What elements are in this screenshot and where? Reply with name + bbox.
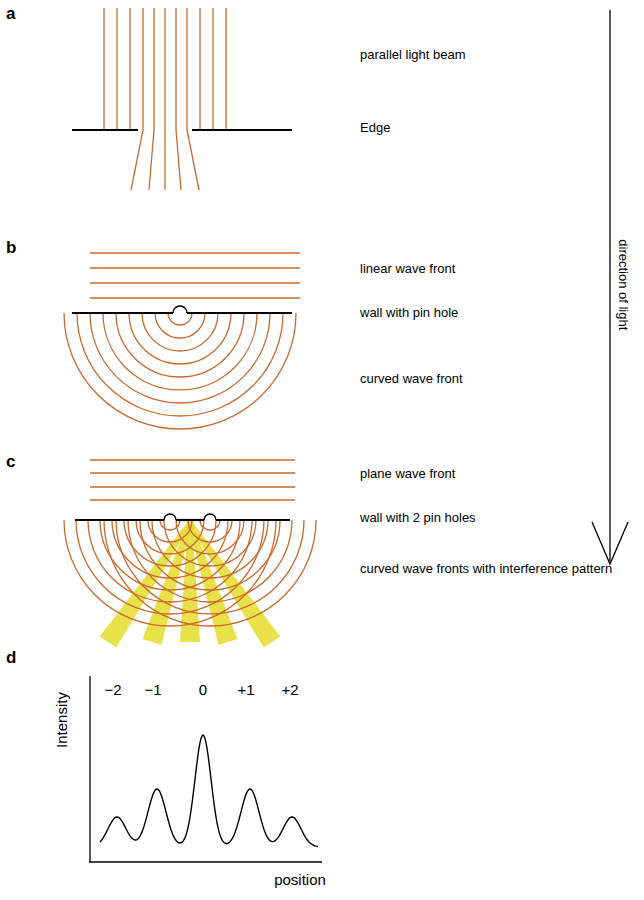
edge-wall	[72, 129, 292, 131]
wave-front-arc	[200, 520, 220, 530]
axis-title: Intensity	[53, 692, 71, 748]
light-ray	[131, 8, 143, 190]
wave-front-arc	[176, 520, 244, 554]
wave-front-arc	[77, 313, 283, 416]
edge-wall	[192, 129, 292, 131]
pinhole-wall	[75, 519, 164, 521]
y-axis	[89, 676, 90, 862]
wave-front	[90, 459, 295, 460]
wave-front-arc	[116, 313, 244, 377]
annotation: wall with pin hole	[360, 305, 458, 321]
light-ray	[176, 8, 181, 190]
light-ray	[164, 8, 165, 190]
light-ray	[225, 8, 226, 130]
wave-front-arc	[104, 520, 316, 626]
panel-letter: a	[6, 4, 15, 24]
wave-front	[90, 253, 300, 500]
wave-front	[90, 252, 300, 253]
annotation: Edge	[360, 120, 390, 136]
order-number: −2	[104, 681, 121, 699]
annotation: curved wave fronts with interference pat…	[360, 561, 612, 577]
pinhole-wall	[187, 312, 292, 314]
wave-front	[90, 297, 300, 298]
wave-front-arc	[128, 520, 292, 602]
annotation: plane wave front	[360, 466, 455, 482]
wave-front-arc	[164, 520, 256, 566]
wave-front-arc	[140, 520, 280, 590]
light-ray	[187, 8, 199, 190]
light-ray	[116, 8, 117, 130]
interference-beam	[100, 521, 192, 648]
light-beam	[104, 8, 226, 190]
pinhole-wall	[176, 519, 204, 521]
wave-front-arc	[116, 520, 304, 614]
panel-letter: d	[6, 648, 16, 668]
light-ray	[212, 8, 213, 130]
wave-front-arc	[90, 313, 270, 403]
wave-front-arc	[142, 313, 218, 351]
interference-beams	[100, 521, 281, 648]
pinhole	[164, 514, 176, 520]
interference-beam	[188, 521, 280, 648]
wave-front-arc	[100, 520, 240, 590]
axis-label: direction of light	[616, 239, 632, 330]
order-number: +1	[237, 681, 254, 699]
wave-front	[90, 282, 300, 283]
chart-axes	[89, 676, 322, 862]
annotation: parallel light beam	[360, 47, 466, 63]
wave-front-arc	[155, 313, 205, 338]
wave-front	[90, 472, 295, 473]
edge-wall	[72, 129, 138, 131]
wave-front-arc	[129, 313, 231, 364]
annotation: wall with 2 pin holes	[360, 510, 476, 526]
wave-front-arc	[64, 313, 296, 429]
order-number: −1	[144, 681, 161, 699]
wave-front	[90, 486, 295, 487]
panel-letter: b	[6, 238, 16, 258]
wave-front-arc	[168, 313, 192, 325]
light-ray	[129, 8, 130, 130]
pinhole-wall	[72, 312, 173, 314]
curved-wave-fronts	[64, 313, 316, 626]
wave-front-arc	[188, 520, 232, 542]
panel-letter: c	[6, 452, 15, 472]
wave-front-arc	[64, 520, 276, 626]
light-ray	[149, 8, 154, 190]
arrow-head	[592, 522, 628, 564]
arrow-shaft	[609, 10, 610, 563]
pinhole	[173, 306, 187, 313]
pinhole-wall	[216, 519, 290, 521]
wave-front-arc	[152, 520, 268, 578]
wave-front	[90, 267, 300, 268]
pinhole-wall	[72, 306, 292, 520]
wave-front	[90, 499, 295, 500]
intensity-curve	[100, 735, 318, 847]
x-axis	[89, 861, 322, 862]
annotation: linear wave front	[360, 261, 455, 277]
wave-front-arc	[103, 313, 257, 390]
order-number: 0	[199, 681, 207, 699]
axis-title: position	[274, 871, 326, 889]
pinhole	[204, 514, 216, 520]
annotation: curved wave front	[360, 371, 463, 387]
light-ray	[103, 8, 104, 130]
light-ray	[199, 8, 200, 130]
order-number: +2	[281, 681, 298, 699]
wave-front-arc	[76, 520, 264, 614]
